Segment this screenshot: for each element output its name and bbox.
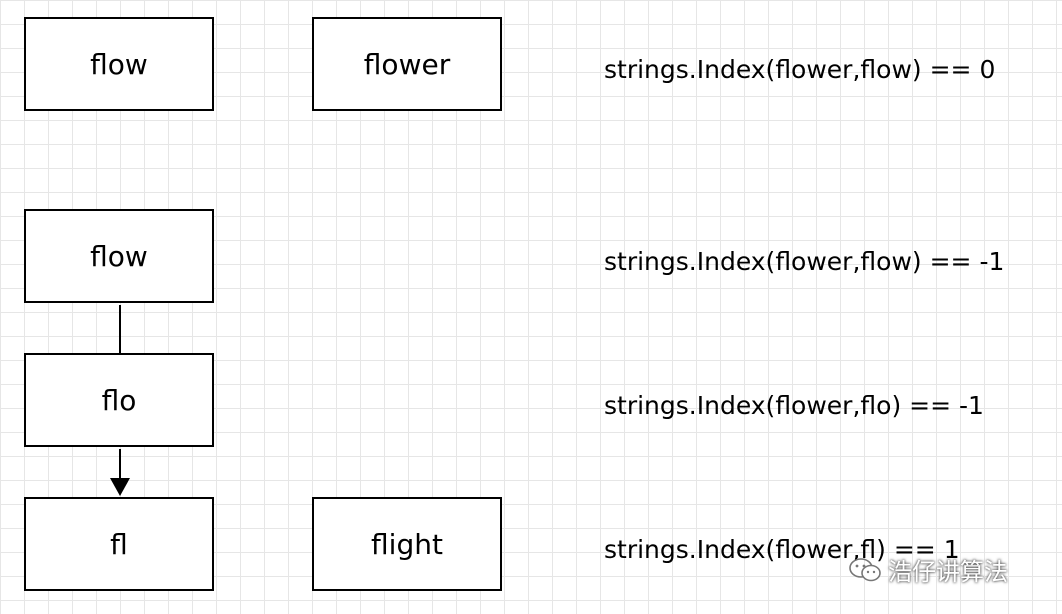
expression-4: strings.Index(flower,fl) == 1	[604, 535, 960, 564]
box-flo: flo	[24, 353, 214, 447]
box-label: fl	[110, 527, 128, 561]
box-label: flow	[90, 47, 148, 81]
box-flow-top: flow	[24, 17, 214, 111]
box-label: flight	[371, 527, 443, 561]
box-label: flo	[101, 383, 137, 417]
expression-2: strings.Index(flower,flow) == -1	[604, 247, 1005, 276]
arrow-head-icon	[110, 478, 130, 496]
expression-1: strings.Index(flower,flow) == 0	[604, 55, 996, 84]
box-fl: fl	[24, 497, 214, 591]
wechat-icon	[849, 557, 881, 581]
box-flower: flower	[312, 17, 502, 111]
watermark: 浩仔讲算法	[848, 552, 1008, 587]
box-flow-second: flow	[24, 209, 214, 303]
watermark-text: 浩仔讲算法	[888, 558, 1008, 586]
box-flight: flight	[312, 497, 502, 591]
box-label: flow	[90, 239, 148, 273]
expression-3: strings.Index(flower,flo) == -1	[604, 391, 984, 420]
box-label: flower	[363, 47, 451, 81]
